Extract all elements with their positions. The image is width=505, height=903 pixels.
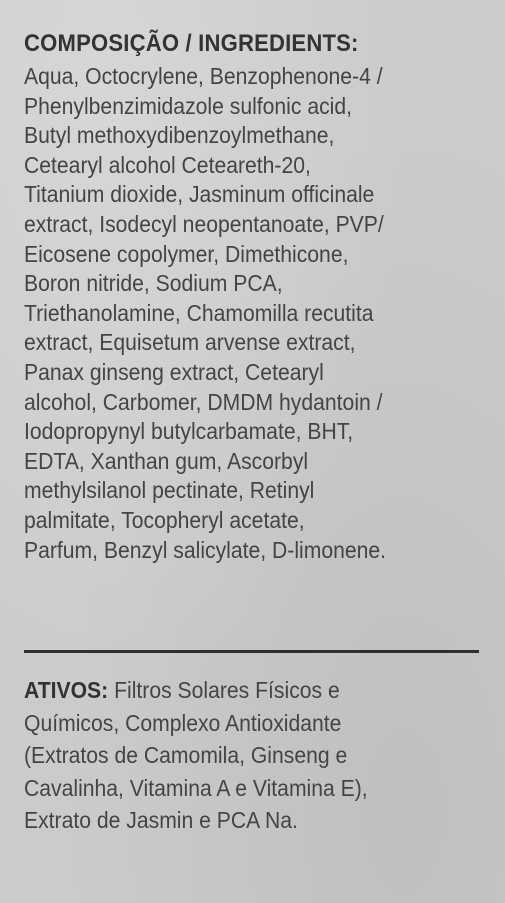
ingredients-line: Parfum, Benzyl salicylate, D-limonene. [24,536,387,563]
ingredients-section: COMPOSIÇÃO / INGREDIENTS: Aqua, Octocryl… [24,30,483,565]
ingredients-line: palmitate, Tocopheryl acetate, [24,506,305,533]
ingredients-list: Aqua, Octocrylene, Benzophenone-4 / Phen… [24,62,492,565]
ativos-first-line-text: Filtros Solares Físicos e [108,677,340,703]
ingredients-line: Iodopropynyl butylcarbamate, BHT, [24,418,354,445]
ingredients-line: extract, Isodecyl neopentanoate, PVP/ [24,210,384,237]
ingredients-line: Triethanolamine, Chamomilla recutita [24,299,374,326]
ingredients-line: Eicosene copolymer, Dimethicone, [24,240,349,267]
ingredients-line: Boron nitride, Sodium PCA, [24,270,283,297]
ingredients-line: Phenylbenzimidazole sulfonic acid, [24,92,353,119]
ativos-label: ATIVOS: [24,677,109,703]
ingredients-line: EDTA, Xanthan gum, Ascorbyl [24,447,309,474]
ingredients-line: alcohol, Carbomer, DMDM hydantoin / [24,388,383,415]
ingredients-line: Aqua, Octocrylene, Benzophenone-4 / [24,63,383,89]
ativos-line: Químicos, Complexo Antioxidante [24,709,342,736]
ativos-section: ATIVOS: Filtros Solares Físicos e Químic… [24,674,492,837]
ingredients-line: extract, Equisetum arvense extract, [24,329,356,356]
ingredients-line: methylsilanol pectinate, Retinyl [24,477,315,504]
ativos-line: (Extratos de Camomila, Ginseng e [24,742,348,768]
section-divider [24,650,479,653]
ingredients-line: Panax ginseng extract, Cetearyl [24,358,324,385]
ingredients-line: Butyl methoxydibenzoylmethane, [24,122,335,149]
ingredients-line: Cetearyl alcohol Ceteareth-20, [24,151,311,178]
ativos-line: Extrato de Jasmin e PCA Na. [24,807,298,833]
ingredients-line: Titanium dioxide, Jasminum officinale [24,181,375,208]
ingredients-heading: COMPOSIÇÃO / INGREDIENTS: [24,30,359,57]
ativos-line: Cavalinha, Vitamina A e Vitamina E), [24,774,368,801]
ativos-first-line: ATIVOS: Filtros Solares Físicos e [24,674,492,707]
